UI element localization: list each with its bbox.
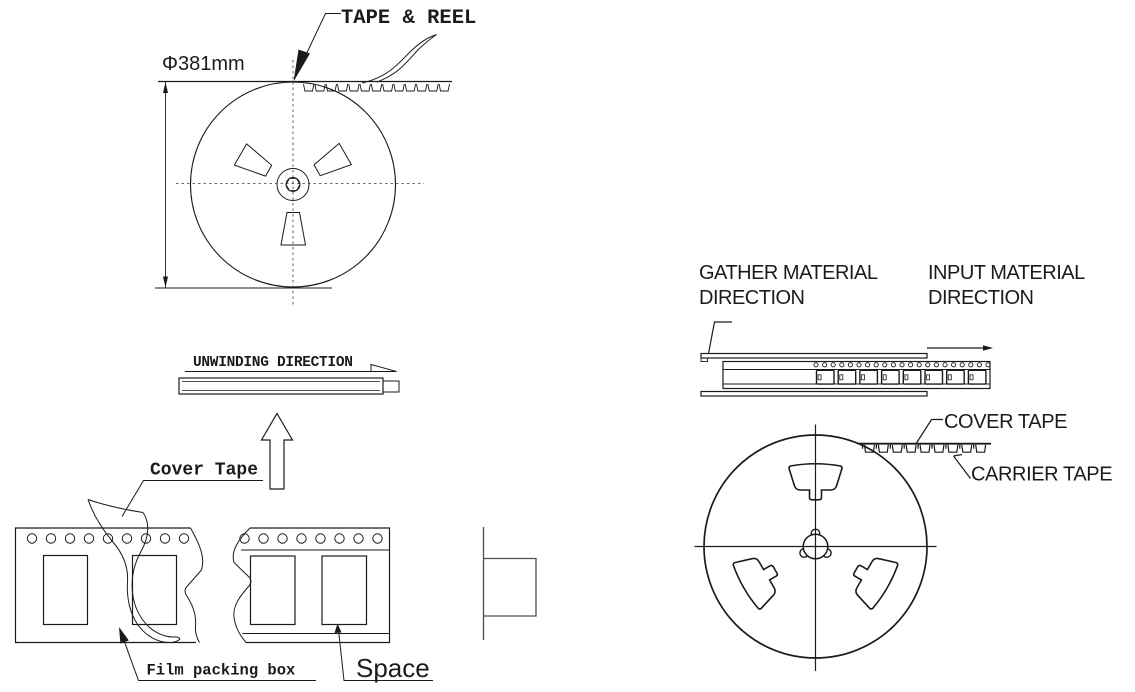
- pocket-side-profile: [482, 527, 537, 640]
- reel-flange-circle: [189, 81, 397, 288]
- feeder-tape-assembly: [700, 352, 991, 397]
- cover-tape-leader-line: [121, 480, 263, 517]
- reel-pickup-view: [694, 424, 937, 671]
- unwinding-view: UNWINDING DIRECTION: [178, 355, 400, 490]
- pocket: [42, 554, 89, 626]
- tape-reel-label: TAPE & REEL: [341, 7, 476, 30]
- svg-text:DIRECTION: DIRECTION: [928, 287, 1034, 309]
- carrier-tape-body: [722, 360, 991, 390]
- reel-hub: [276, 168, 310, 201]
- cover-tape-peel-upper-edge: [376, 34, 437, 83]
- diameter-dimension: Φ381mm: [155, 53, 452, 289]
- break-line-tear: [232, 527, 252, 643]
- unwinding-open-arrowhead-icon: [370, 363, 397, 372]
- pocket: [321, 555, 368, 626]
- carrier-tape-callout: CARRIER TAPE: [953, 453, 1113, 486]
- space-leader-line: [338, 629, 433, 681]
- tape-reel-callout: TAPE & REEL: [293, 7, 476, 82]
- input-direction-arrow: [927, 345, 993, 351]
- carrier-tape-segment-2: [232, 527, 391, 644]
- sprocket-holes: [239, 533, 383, 544]
- flat-tape-strip: [178, 377, 400, 395]
- cover-tape-callout-right: COVER TAPE: [915, 411, 1068, 444]
- callout-leader-line: [294, 13, 341, 80]
- carrier-tape-label: CARRIER TAPE: [971, 464, 1112, 486]
- dimension-arrow-up: [163, 82, 168, 93]
- input-arrowhead-icon: [983, 345, 993, 351]
- cover-tape-callout: Cover Tape: [121, 461, 263, 517]
- cover-tape-peel-end-cap: [433, 34, 437, 37]
- top-guide-plate: [700, 352, 928, 359]
- cover-tape-label: Cover Tape: [150, 461, 258, 481]
- bottom-guide-plate: [700, 390, 928, 397]
- peeled-cover-tape-flap: [87, 499, 181, 644]
- component-pockets: [815, 369, 987, 385]
- sprocket-holes: [813, 362, 991, 368]
- feeder-view: GATHER MATERIAL DIRECTION INPUT MATERIAL…: [694, 262, 1113, 671]
- reel-diameter-label: Φ381mm: [162, 53, 245, 75]
- pocket: [249, 555, 296, 626]
- dimension-arrow-down: [163, 276, 168, 288]
- film-packing-box-arrowhead-icon: [119, 627, 129, 644]
- space-callout: Space: [334, 623, 433, 683]
- cover-tape-leader-line-right: [915, 418, 943, 444]
- film-packing-box-callout: Film packing box: [119, 627, 316, 681]
- unwinding-direction-label: UNWINDING DIRECTION: [193, 355, 353, 371]
- space-label: Space: [356, 653, 430, 683]
- input-material-direction-label: INPUT MATERIAL DIRECTION: [928, 262, 1086, 309]
- carrier-tape-leader-line: [953, 453, 971, 479]
- cover-tape-peel-lower-edge: [361, 35, 434, 84]
- tape-at-reel-top: [303, 34, 450, 92]
- carrier-tape-segment-1: [14, 527, 204, 644]
- carrier-tape-view: Cover Tape Film pa: [14, 461, 537, 683]
- space-arrowhead-icon: [334, 623, 342, 633]
- cover-tape-label-right: COVER TAPE: [944, 411, 1067, 433]
- reel2-flange-circle: [703, 434, 928, 659]
- film-packing-box-label: Film packing box: [147, 662, 296, 680]
- up-arrow-icon: [260, 412, 294, 490]
- gather-material-direction-label: GATHER MATERIAL DIRECTION: [699, 262, 878, 309]
- film-packing-box-leader-line: [124, 641, 316, 681]
- reel-front-view: Φ381mm TAPE & REEL: [155, 7, 476, 305]
- svg-text:GATHER MATERIAL: GATHER MATERIAL: [699, 262, 878, 284]
- hanging-pockets-row: [861, 443, 987, 453]
- svg-text:INPUT MATERIAL: INPUT MATERIAL: [928, 262, 1085, 284]
- svg-text:DIRECTION: DIRECTION: [699, 287, 805, 309]
- callout-arrowhead-icon: [293, 49, 310, 82]
- tape-into-reel: [857, 442, 991, 453]
- pocket: [131, 554, 178, 626]
- break-line-tear: [184, 527, 204, 643]
- gather-leader-line: [707, 321, 732, 354]
